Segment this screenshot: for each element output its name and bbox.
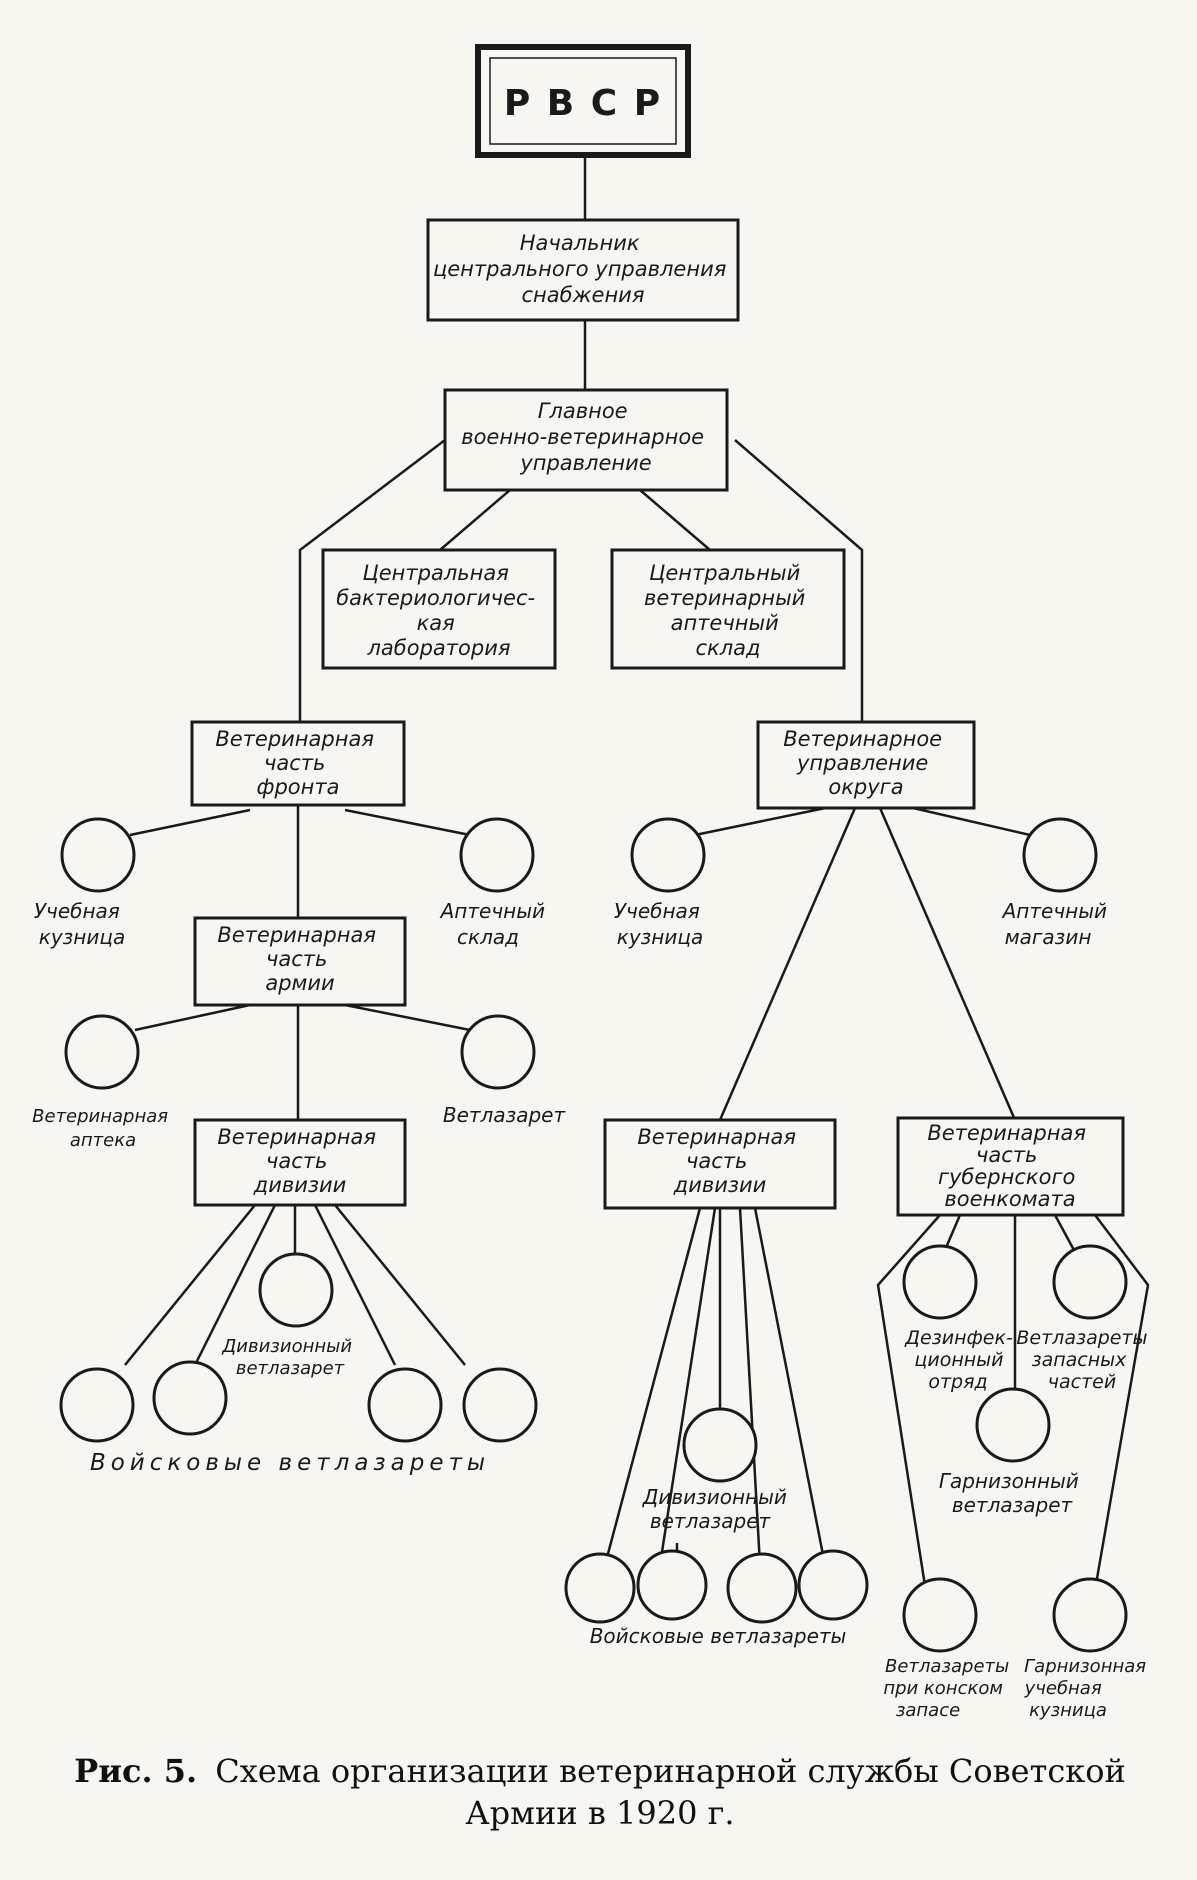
rvsr-label: Р В С Р	[504, 83, 662, 124]
svg-text:Ветеринарная часть: Ветеринарная часть губернского военкомат…	[927, 1121, 1092, 1211]
label-disinfect: Дезинфек- ционный отряд	[904, 1327, 1019, 1393]
label-army-pharmacy: Ветеринарная аптека	[32, 1106, 174, 1151]
caption-text-1: Схема организации ветеринарной службы Со…	[215, 1752, 1126, 1790]
figure-caption: Рис. 5. Схема организации ветеринарной с…	[20, 1750, 1180, 1834]
label-garrison-inf: Гарнизонный ветлазарет	[939, 1469, 1085, 1517]
figure-number: Рис. 5.	[74, 1752, 198, 1790]
division-vet-right-box: Ветеринарная часть дивизии	[603, 1118, 837, 1210]
chief-supply-box: Начальник центрального управления снабже…	[426, 218, 740, 322]
node-left-troop-3	[367, 1367, 443, 1443]
label-front-smithy: Учебная кузница	[34, 899, 126, 949]
label-front-store: Аптечный склад	[439, 899, 552, 949]
label-district-smithy: Учебная кузница	[614, 899, 706, 949]
label-right-troop: Войсковые ветлазареты	[590, 1624, 847, 1648]
node-district-shop	[1022, 817, 1098, 893]
label-garrison-smithy: Гарнизонная учебная кузница	[1024, 1656, 1152, 1721]
svg-text:Центральный ветеринарный: Центральный ветеринарный аптечный склад	[644, 561, 812, 660]
label-district-shop: Аптечный магазин	[1001, 899, 1114, 949]
node-left-troop-4	[462, 1367, 538, 1443]
rvsr-box: Р В С Р	[475, 44, 691, 158]
caption-line-1: Рис. 5. Схема организации ветеринарной с…	[20, 1750, 1180, 1792]
node-left-troop-1	[59, 1367, 135, 1443]
node-disinfect	[902, 1244, 978, 1320]
caption-line-2: Армии в 1920 г.	[465, 1794, 735, 1832]
svg-text:Ветеринарная часть: Ветеринарная часть дивизии	[637, 1125, 802, 1197]
circle-labels: Учебная кузница Аптечный склад Учебная к…	[32, 899, 1153, 1721]
division-vet-left-box: Ветеринарная часть дивизии	[193, 1118, 407, 1207]
node-army-pharmacy	[64, 1014, 140, 1090]
central-lab-box: Центральная бактериологичес- кая лаборат…	[321, 548, 557, 670]
node-district-smithy	[630, 817, 706, 893]
node-right-troop-1	[564, 1552, 636, 1624]
label-reserve-inf: Ветлазареты запасных частей	[1016, 1327, 1153, 1393]
node-right-troop-2	[636, 1549, 708, 1621]
label-horse-reserve: Ветлазареты при конском запасе	[883, 1656, 1015, 1721]
node-garrison-smithy	[1052, 1577, 1128, 1653]
node-horse-reserve	[902, 1577, 978, 1653]
node-right-troop-3	[726, 1552, 798, 1624]
svg-text:Главное военно-ветеринар: Главное военно-ветеринарное управление	[461, 399, 711, 475]
node-army-infirmary	[460, 1014, 536, 1090]
svg-text:Центральная бактериологи: Центральная бактериологичес- кая лаборат…	[336, 561, 542, 660]
node-front-smithy	[60, 817, 136, 893]
node-garrison-inf	[975, 1387, 1051, 1463]
node-front-store	[459, 817, 535, 893]
label-army-infirmary: Ветлазарет	[443, 1103, 567, 1127]
label-right-div-infirmary: Дивизионный ветлазарет	[642, 1485, 794, 1533]
svg-text:Начальник центрального у: Начальник центрального управления снабже…	[433, 231, 733, 307]
main-vet-box: Главное военно-ветеринарное управление	[443, 388, 729, 492]
connector-lines	[124, 155, 1150, 1606]
army-vet-box: Ветеринарная часть армии	[193, 916, 407, 1007]
node-left-div-infirmary	[258, 1252, 334, 1328]
node-left-troop-2	[152, 1360, 228, 1436]
label-left-div-infirmary: Дивизионный ветлазарет	[221, 1336, 358, 1379]
node-right-troop-4	[797, 1549, 869, 1621]
svg-text:Ветеринарная часть: Ветеринарная часть фронта	[215, 727, 380, 799]
svg-text:Ветеринарная часть: Ветеринарная часть армии	[217, 923, 382, 995]
central-pharm-box: Центральный ветеринарный аптечный склад	[610, 548, 846, 670]
svg-text:Ветеринарная часть: Ветеринарная часть дивизии	[217, 1125, 382, 1197]
node-reserve-inf	[1052, 1244, 1128, 1320]
district-vet-box: Ветеринарное управление округа	[756, 720, 976, 810]
label-left-troop: Войсковые ветлазареты	[90, 1450, 490, 1476]
svg-text:Ветеринарное управление: Ветеринарное управление округа	[783, 727, 949, 799]
gubernia-vet-box: Ветеринарная часть губернского военкомат…	[896, 1116, 1125, 1217]
circles	[59, 817, 1128, 1653]
front-vet-box: Ветеринарная часть фронта	[190, 720, 406, 807]
node-right-div-infirmary	[682, 1407, 758, 1483]
